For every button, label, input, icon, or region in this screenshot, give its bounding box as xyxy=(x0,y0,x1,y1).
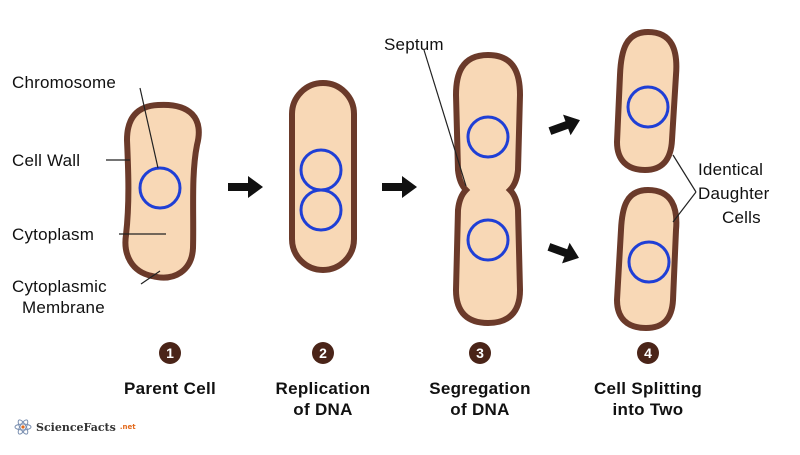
logo-suffix: .net xyxy=(119,423,136,431)
chromosome-circle xyxy=(626,85,670,129)
step-badge-1: 1 xyxy=(159,342,181,364)
step-badge-4: 4 xyxy=(637,342,659,364)
leader-chromosome xyxy=(139,87,159,169)
label-cells: Cells xyxy=(722,208,761,227)
arrow-3-to-4-bottom xyxy=(547,242,579,264)
cell-shape xyxy=(452,51,524,327)
segregating-cell xyxy=(452,51,524,327)
step-title-2-line1: Replication xyxy=(275,379,371,398)
chromosome-circle xyxy=(466,115,510,159)
sciencefacts-logo: ScienceFacts.net xyxy=(14,418,136,436)
step-title-3: Segregation of DNA xyxy=(395,378,565,420)
step-title-4-line1: Cell Splitting xyxy=(593,379,703,398)
chromosome-circle xyxy=(627,240,671,284)
daughter-cell-top xyxy=(613,28,680,174)
step-title-2-line2: of DNA xyxy=(293,400,353,419)
arrow-1-to-2 xyxy=(228,176,263,198)
step-title-3-line2: of DNA xyxy=(450,400,510,419)
step-title-1: Parent Cell xyxy=(85,378,255,399)
cell-shape xyxy=(122,101,202,281)
daughter-cell-bottom xyxy=(613,186,680,332)
label-cytoplasmic-membrane-1: Cytoplasmic xyxy=(12,277,107,296)
cell-shape xyxy=(613,186,680,332)
parent-cell xyxy=(122,101,202,281)
label-cytoplasmic-membrane-2: Membrane xyxy=(22,298,105,317)
step-title-4-line2: into Two xyxy=(612,400,684,419)
leader-daughter-top xyxy=(672,154,697,193)
leader-septum xyxy=(423,49,467,187)
label-cell-wall: Cell Wall xyxy=(12,151,81,170)
step-title-1-line1: Parent Cell xyxy=(123,379,217,398)
step-badge-3: 3 xyxy=(469,342,491,364)
step-title-4: Cell Splitting into Two xyxy=(563,378,733,420)
logo-name: ScienceFacts xyxy=(36,420,116,434)
chromosome-circle xyxy=(466,218,510,262)
leader-membrane xyxy=(140,270,161,285)
step-title-3-line1: Segregation xyxy=(429,379,531,398)
label-identical: Identical xyxy=(698,160,764,179)
label-daughter: Daughter xyxy=(698,184,770,203)
label-cytoplasm: Cytoplasm xyxy=(12,225,95,244)
atom-icon xyxy=(14,419,32,435)
cell-shape xyxy=(613,28,680,174)
leader-daughter-bottom xyxy=(672,191,697,223)
leader-lines xyxy=(106,49,697,285)
label-septum: Septum xyxy=(384,35,444,54)
arrow-2-to-3 xyxy=(382,176,417,198)
replicating-cell xyxy=(289,80,357,273)
chromosome-circle xyxy=(138,166,182,210)
arrows xyxy=(228,114,580,264)
chromosome-circle xyxy=(299,188,343,232)
step-badge-2: 2 xyxy=(312,342,334,364)
arrow-3-to-4-top xyxy=(548,114,580,136)
step-title-2: Replication of DNA xyxy=(238,378,408,420)
label-chromosome: Chromosome xyxy=(12,73,117,92)
